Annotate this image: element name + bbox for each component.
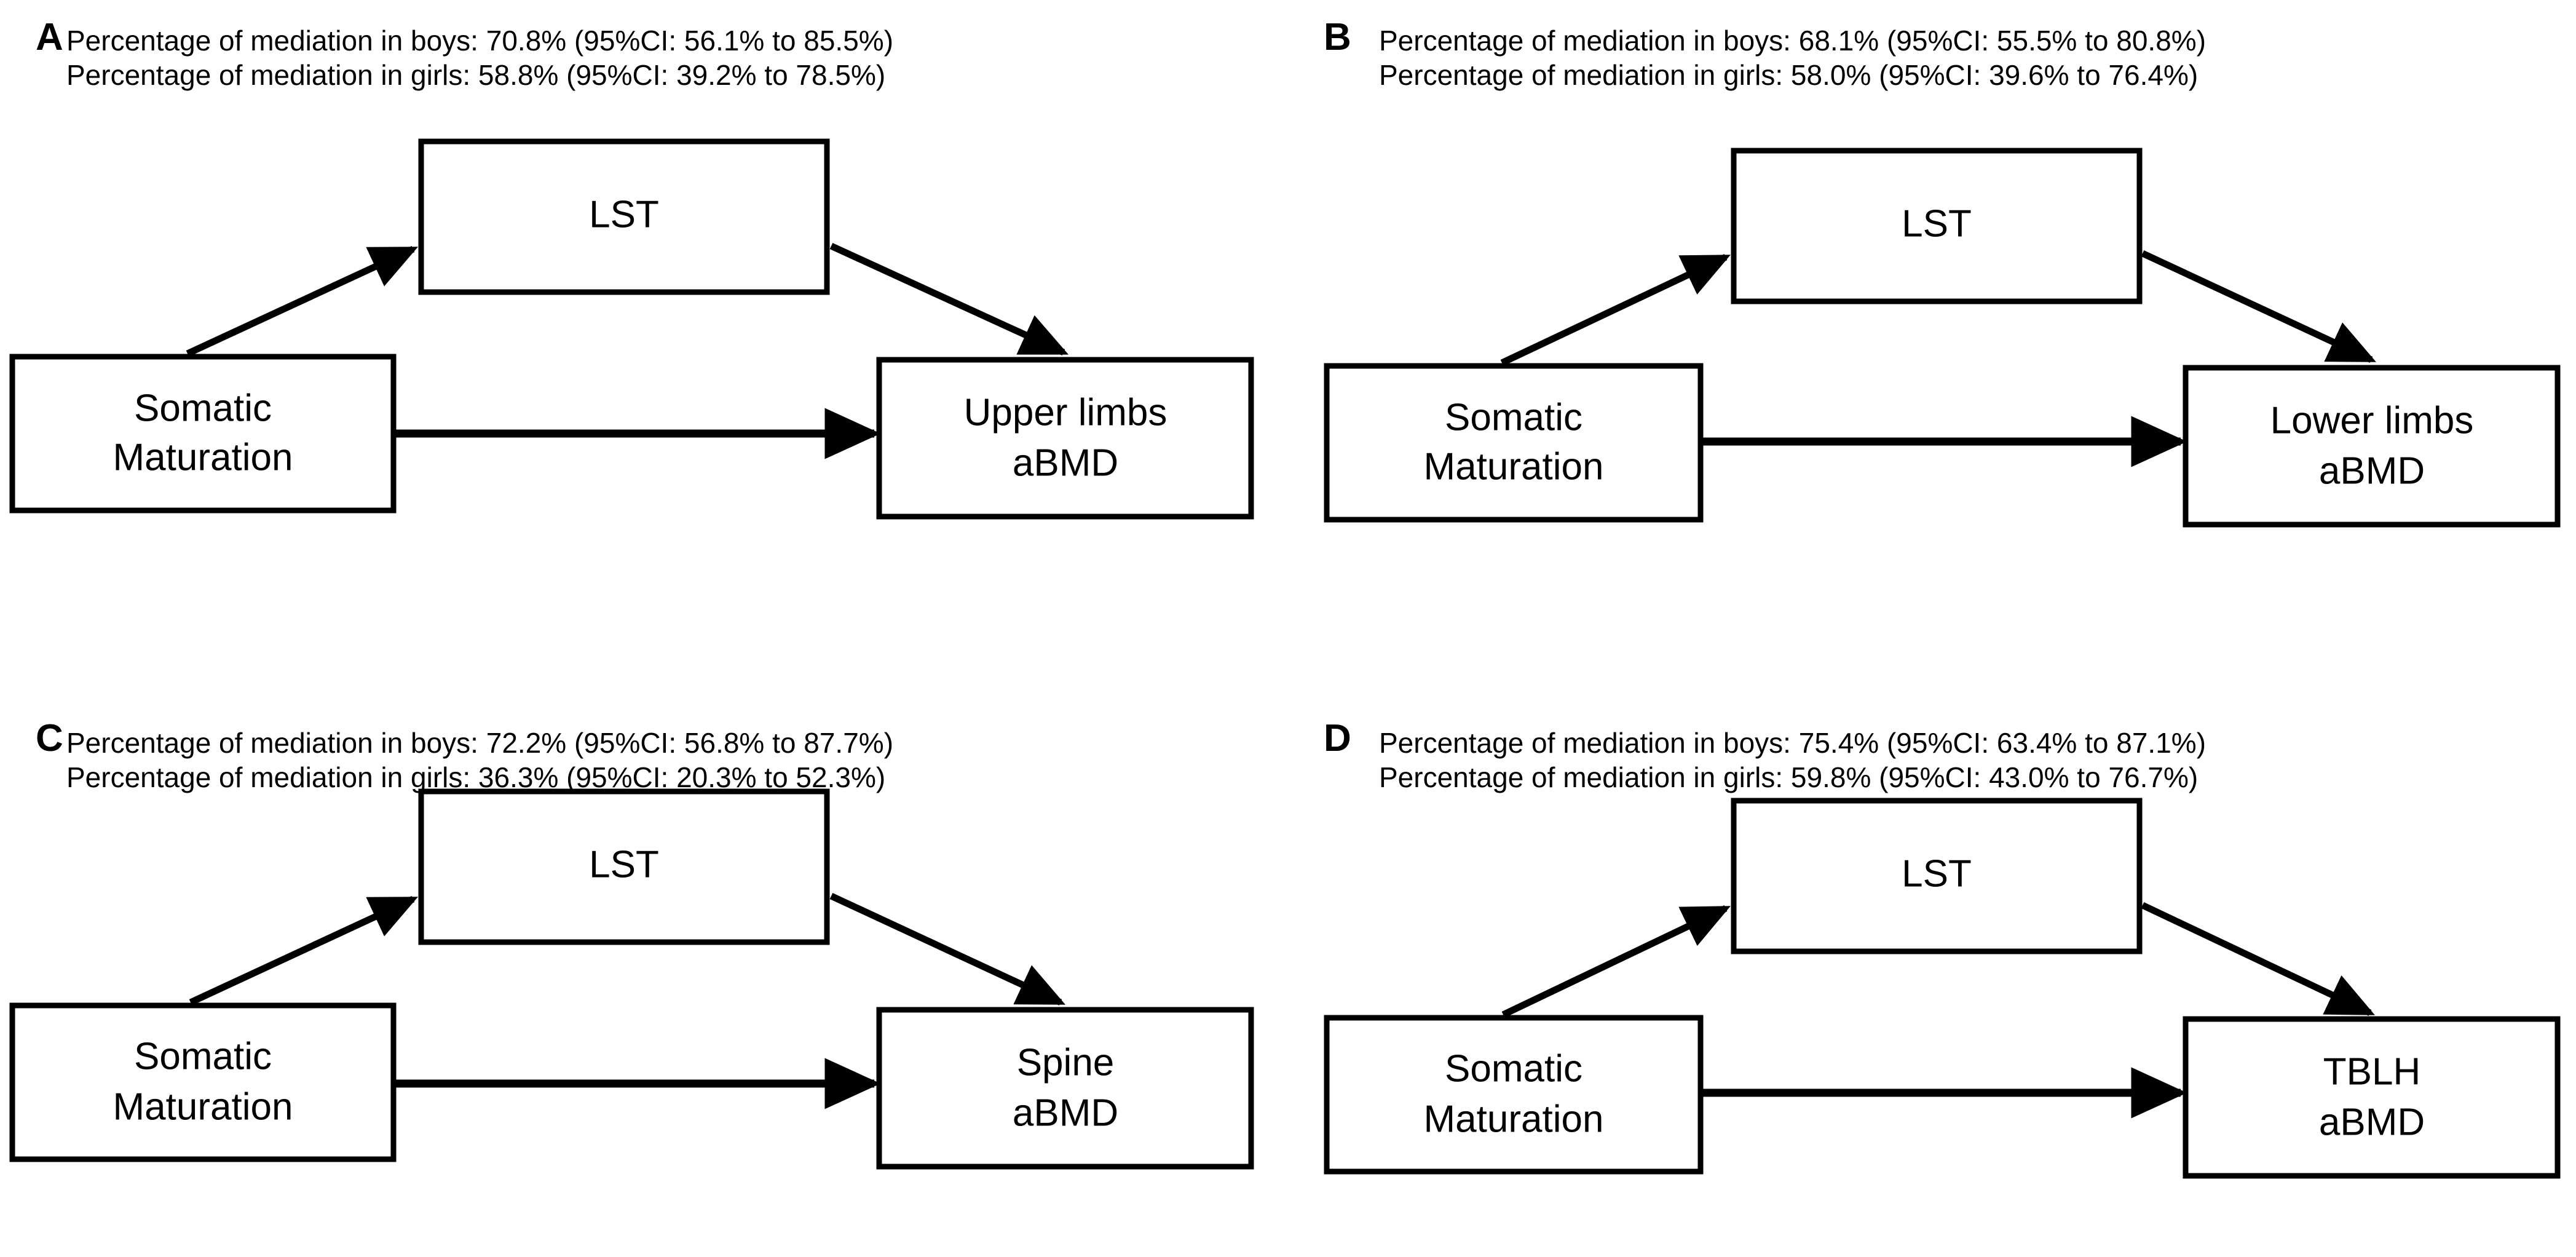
panel-a-node-outcome-label-1: Upper limbs [964,391,1167,434]
panel-a-diagram: LST Somatic Maturation Upper limbs aBMD [9,138,1254,520]
panel-a-node-mediator [418,138,830,295]
panel-a-caption-boys: Percentage of mediation in boys: 70.8% (… [66,25,894,57]
panel-d-node-exposure-label-1: Somatic [1445,1047,1582,1090]
panel-letter-b: B [1324,16,1351,58]
panel-b-edge-exposure-to-mediator [1500,254,1731,366]
panel-c-caption-girls: Percentage of mediation in girls: 36.3% … [66,761,886,794]
panel-c-node-outcome-label-2: aBMD [1013,1092,1118,1134]
panel-b-node-outcome [2183,365,2561,528]
panel-letter-a: A [36,16,63,58]
panel-d-node-outcome [2183,1016,2561,1179]
panel-c-node-mediator [418,788,830,945]
panel-letter-d: D [1324,717,1351,759]
panel-b-node-mediator-label: LST [1902,202,1972,245]
panel-d-edge-exposure-to-mediator [1501,905,1731,1018]
panel-b-node-exposure [1324,363,1704,523]
panel-d-node-mediator [1731,798,2143,954]
panel-d: D Percentage of mediation in boys: 75.4%… [1288,628,2576,1257]
panel-a-node-exposure-label-1: Somatic [134,387,272,429]
panel-a-node-exposure-label-2: Maturation [113,436,293,478]
panel-d-node-mediator-label: LST [1902,852,1972,895]
panel-b-edge-mediator-to-outcome [2141,250,2376,363]
panel-b-node-exposure-label-1: Somatic [1445,396,1582,438]
panel-d-node-exposure-label-2: Maturation [1424,1098,1604,1140]
panel-a: A Percentage of mediation in boys: 70.8%… [0,0,1288,628]
panel-d-caption-girls: Percentage of mediation in girls: 59.8% … [1379,761,2199,794]
panel-a-node-outcome-label-2: aBMD [1013,442,1118,484]
panel-d-node-outcome-label-1: TBLH [2323,1050,2420,1093]
panel-b-diagram: LST Somatic Maturation Lower limbs aBMD [1324,148,2561,528]
panel-a-caption-girls: Percentage of mediation in girls: 58.8% … [66,59,886,92]
panel-a-edge-exposure-to-mediator [186,246,418,357]
panel-d-diagram: LST Somatic Maturation TBLH aBMD [1324,798,2561,1179]
panel-c-node-exposure-label-2: Maturation [113,1085,293,1128]
panel-b-node-exposure-label-2: Maturation [1424,445,1604,488]
panel-a-node-exposure [9,354,397,514]
panel-b-caption-boys: Percentage of mediation in boys: 68.1% (… [1379,25,2207,57]
panel-b-node-mediator [1731,148,2143,304]
panel-c-node-mediator-label: LST [589,843,659,886]
panel-c-node-exposure-label-1: Somatic [134,1035,272,1077]
panel-a-node-outcome [876,357,1254,520]
panel-c-edge-exposure-to-mediator [189,896,418,1005]
panel-d-caption-boys: Percentage of mediation in boys: 75.4% (… [1379,727,2207,759]
panel-d-node-exposure [1324,1015,1704,1175]
panel-c-caption-boys: Percentage of mediation in boys: 72.2% (… [66,727,894,759]
panel-a-edge-mediator-to-outcome [829,242,1069,356]
panel-a-node-mediator-label: LST [589,193,659,236]
panel-b-node-outcome-label-1: Lower limbs [2270,399,2474,442]
panel-b-node-outcome-label-2: aBMD [2319,450,2425,492]
panel-c-node-outcome [876,1007,1254,1170]
panel-c: C Percentage of mediation in boys: 72.2%… [0,628,1288,1257]
panel-b: B Percentage of mediation in boys: 68.1%… [1288,0,2576,628]
panel-a-caption: Percentage of mediation in boys: 70.8% (… [66,23,893,92]
panel-letter-c: C [36,717,63,759]
panel-d-node-outcome-label-2: aBMD [2319,1101,2425,1143]
panel-d-edge-mediator-to-outcome [2141,902,2375,1016]
panel-b-caption: Percentage of mediation in boys: 68.1% (… [1379,23,2206,92]
panel-c-node-outcome-label-1: Spine [1017,1041,1115,1084]
panel-c-node-exposure [9,1002,397,1162]
panel-c-edge-mediator-to-outcome [829,893,1065,1005]
panel-d-caption: Percentage of mediation in boys: 75.4% (… [1379,726,2206,795]
panel-c-diagram: LST Somatic Maturation Spine aBMD [9,788,1254,1170]
panel-c-caption: Percentage of mediation in boys: 72.2% (… [66,726,893,795]
panel-b-caption-girls: Percentage of mediation in girls: 58.0% … [1379,59,2199,92]
